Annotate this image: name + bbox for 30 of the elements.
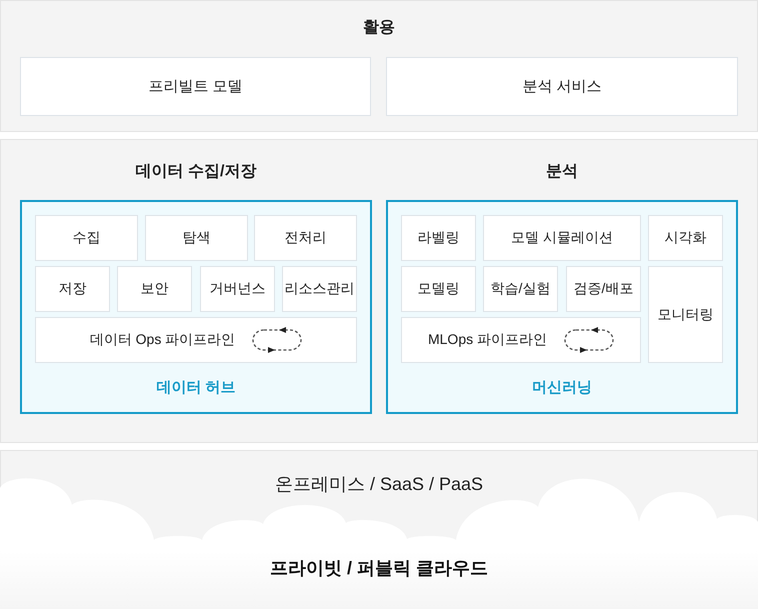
cloud-label: 프라이빗 / 퍼블릭 클라우드 <box>270 557 488 579</box>
pipeline-box <box>401 317 641 363</box>
category-box: 전처리 <box>254 215 357 261</box>
category-box: 모니터링 <box>648 266 723 363</box>
category-box: 저장 <box>35 266 110 312</box>
category-box: 라벨링 <box>401 215 476 261</box>
panel-title: 머신러닝 <box>532 378 592 398</box>
section-band <box>0 0 758 132</box>
category-box: 모델링 <box>401 266 476 312</box>
section-title: 활용 <box>363 18 395 38</box>
panel-title: 데이터 허브 <box>156 378 236 398</box>
section-title: 온프레미스 / SaaS / PaaS <box>274 473 484 495</box>
pipeline-label: 데이터 Ops 파이프라인 <box>90 331 236 349</box>
category-box: 검증/배포 <box>566 266 641 312</box>
category-box: 탐색 <box>145 215 248 261</box>
section-band <box>0 139 758 443</box>
panel-heading: 분석 <box>546 162 578 182</box>
category-box: 모델 시뮬레이션 <box>483 215 641 261</box>
category-box: 시각화 <box>648 215 723 261</box>
category-box: 프리빌트 모델 <box>20 57 371 116</box>
category-box: 학습/실험 <box>483 266 558 312</box>
category-box: 거버넌스 <box>200 266 275 312</box>
category-box: 분석 서비스 <box>386 57 738 116</box>
category-box: 리소스관리 <box>282 266 357 312</box>
pipeline-box <box>35 317 357 363</box>
section-band <box>0 450 758 609</box>
category-box: 보안 <box>117 266 192 312</box>
panel-heading: 데이터 수집/저장 <box>136 162 256 182</box>
category-box: 수집 <box>35 215 138 261</box>
pipeline-label: MLOps 파이프라인 <box>428 331 547 349</box>
